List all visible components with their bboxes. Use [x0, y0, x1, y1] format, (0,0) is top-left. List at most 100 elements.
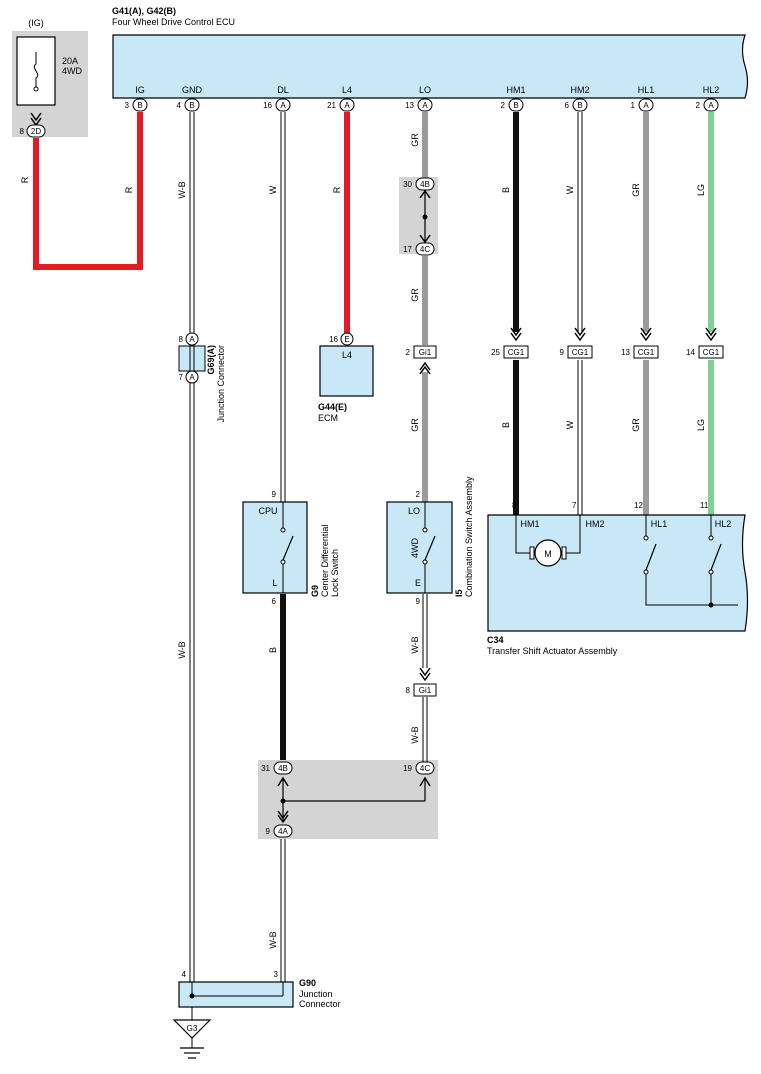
svg-text:9: 9	[266, 827, 271, 836]
svg-text:B: B	[577, 101, 582, 110]
svg-text:4A: 4A	[278, 827, 288, 836]
svg-text:W-B: W-B	[177, 181, 187, 198]
svg-text:G9: G9	[310, 585, 320, 597]
ecu-pin-connectors: B3 B4 A16 A21 A13 B2 B6 A1 A2	[125, 98, 719, 112]
ecu-pin: A1	[631, 98, 654, 112]
wire-cs-out	[422, 594, 428, 762]
svg-text:11: 11	[700, 501, 709, 510]
svg-text:6: 6	[272, 597, 277, 606]
cg1-connector: CG1 9	[560, 327, 593, 359]
svg-text:Gi1: Gi1	[419, 686, 432, 695]
svg-text:GR: GR	[410, 418, 420, 432]
connector-gi1-low: Gi1 8	[406, 667, 437, 697]
svg-text:2: 2	[696, 101, 701, 110]
ecu-pin-labels: IG GND DL L4 LO HM1 HM2 HL1 HL2	[135, 85, 719, 95]
connector-gi1-lo: Gi1 2	[406, 345, 437, 375]
svg-text:HL1: HL1	[651, 519, 668, 529]
svg-text:Transfer Shift Actuator Assemb: Transfer Shift Actuator Assembly	[487, 646, 618, 656]
svg-text:4C: 4C	[420, 764, 430, 773]
ecu-pin: B4	[177, 98, 200, 112]
svg-text:2: 2	[406, 348, 411, 357]
svg-text:C34: C34	[487, 635, 504, 645]
svg-text:GR: GR	[631, 418, 641, 432]
wire-gnd	[189, 112, 195, 982]
cg1-connector: CG1 14	[686, 327, 724, 359]
svg-text:4: 4	[182, 970, 187, 979]
svg-text:9: 9	[272, 490, 277, 499]
svg-text:LO: LO	[408, 506, 420, 516]
svg-text:R: R	[124, 186, 134, 193]
svg-text:19: 19	[403, 764, 412, 773]
svg-text:L4: L4	[342, 350, 352, 360]
svg-text:HL2: HL2	[715, 519, 732, 529]
svg-text:I5: I5	[454, 589, 464, 597]
svg-text:GR: GR	[410, 133, 420, 147]
ecu-pin: A21	[327, 98, 355, 112]
fuse-box	[16, 36, 56, 106]
svg-text:3: 3	[274, 970, 279, 979]
svg-text:2D: 2D	[31, 127, 41, 136]
ecu-pin-label: LO	[419, 85, 431, 95]
svg-text:E: E	[415, 578, 421, 588]
cg1-connector: CG1 25	[491, 327, 529, 359]
svg-text:A: A	[344, 101, 350, 110]
svg-text:W-B: W-B	[410, 636, 420, 653]
svg-text:A: A	[422, 101, 428, 110]
svg-text:ECM: ECM	[318, 413, 338, 423]
svg-text:2: 2	[416, 490, 421, 499]
ecu-box	[112, 34, 749, 99]
svg-text:13: 13	[405, 101, 414, 110]
svg-text:G90: G90	[299, 978, 316, 988]
junction-block-zone-top	[399, 177, 438, 254]
junction-connector-g90: 4 3 G90 Junction Connector	[178, 970, 341, 1020]
svg-text:M: M	[544, 549, 552, 559]
svg-text:R: R	[332, 186, 342, 193]
svg-text:CG1: CG1	[572, 348, 589, 357]
transfer-shift-actuator: 8 7 12 11 HM1 HM2 HL1 HL2 M C34 Transfer…	[487, 501, 749, 656]
svg-text:W-B: W-B	[268, 931, 278, 948]
svg-text:31: 31	[261, 764, 270, 773]
svg-text:13: 13	[621, 348, 630, 357]
fuse-connector	[26, 124, 46, 138]
svg-text:W: W	[565, 420, 575, 429]
svg-text:L: L	[272, 578, 277, 588]
svg-text:G44(E): G44(E)	[318, 402, 347, 412]
wire-hm2	[577, 112, 583, 515]
svg-text:A: A	[643, 101, 649, 110]
svg-text:Connector: Connector	[299, 999, 341, 1009]
svg-text:8: 8	[406, 686, 411, 695]
svg-text:G3: G3	[187, 1024, 198, 1033]
svg-text:3: 3	[125, 101, 130, 110]
ecu-pin-label: GND	[182, 85, 203, 95]
fuse-source: (IG)	[28, 18, 44, 28]
svg-text:30: 30	[403, 180, 412, 189]
ecu-pin: A2	[696, 98, 719, 112]
svg-text:16: 16	[329, 335, 338, 344]
motor-icon	[534, 539, 562, 567]
svg-text:9: 9	[416, 597, 421, 606]
connector-cg1-row: CG1 25 CG1 9 CG1 13 CG1 14	[491, 327, 724, 359]
ecu-pin: B2	[501, 98, 524, 112]
svg-text:Junction: Junction	[299, 989, 333, 999]
cg1-connector: CG1 13	[621, 327, 659, 359]
ecu-pin-label: HM1	[506, 85, 525, 95]
junction-internal	[277, 776, 431, 824]
svg-text:CG1: CG1	[703, 348, 720, 357]
fuse-name: 4WD	[62, 66, 83, 76]
ecu-pin-label: HM2	[570, 85, 589, 95]
ecu-pin-label: HL1	[638, 85, 655, 95]
ecu-pin: B3	[125, 98, 148, 112]
svg-text:GR: GR	[410, 288, 420, 302]
svg-text:B: B	[513, 101, 518, 110]
svg-text:12: 12	[634, 501, 643, 510]
ecu-pin-label: DL	[277, 85, 289, 95]
svg-text:4WD: 4WD	[410, 538, 420, 559]
ecu-pin-label: IG	[135, 85, 145, 95]
wire-color-labels: R R W-B W R GR GR GR B W GR LG B W GR LG…	[20, 133, 706, 949]
svg-text:7: 7	[572, 501, 577, 510]
svg-text:4: 4	[177, 101, 182, 110]
svg-text:G69(A): G69(A)	[206, 345, 216, 375]
junction-lo: 4B 30 4C 17	[403, 177, 435, 256]
svg-text:CPU: CPU	[258, 506, 277, 516]
